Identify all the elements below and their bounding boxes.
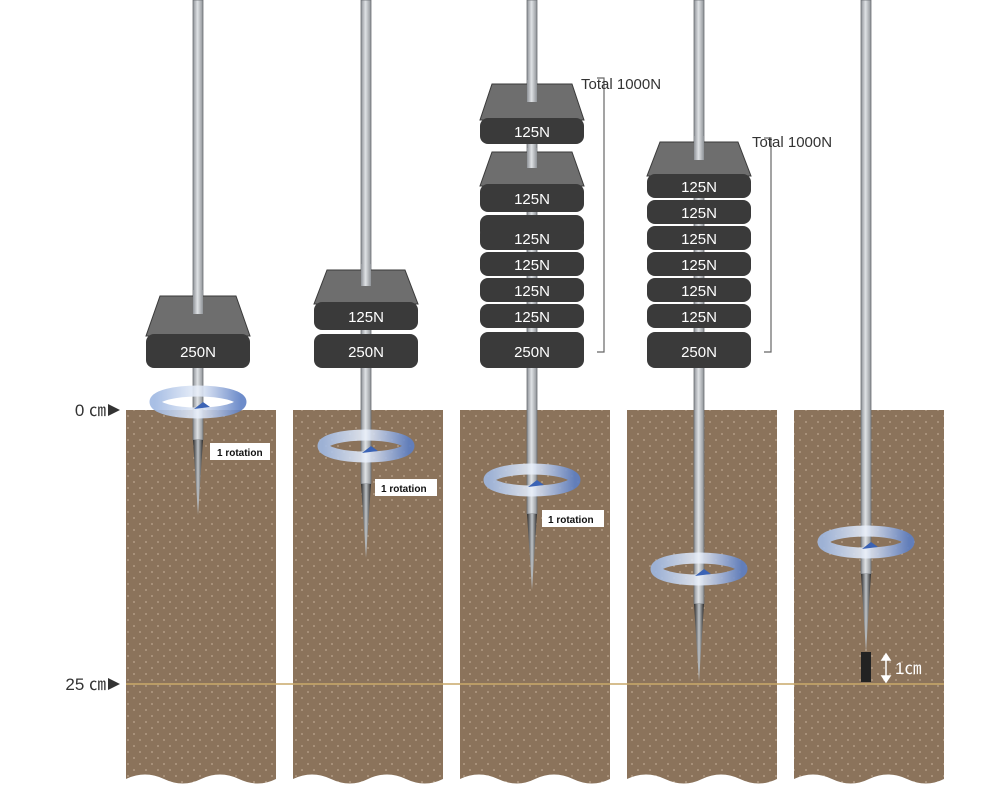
- weight-250-1: [146, 334, 250, 368]
- weight-250-2: [314, 334, 418, 368]
- weight-cap-1: [145, 295, 251, 337]
- weight-125-4b: [647, 200, 751, 224]
- depth-marker-top: 0 ㎝: [75, 401, 120, 420]
- weight-cap-2: [313, 269, 419, 305]
- rotation-label: 1 rotation: [381, 484, 427, 495]
- weight-label: 125N: [514, 191, 550, 208]
- weight-label: 125N: [514, 283, 550, 300]
- penetrometer-1: 250N 1 rotation: [145, 0, 270, 515]
- weight-label: 125N: [681, 283, 717, 300]
- rod-5: [860, 0, 872, 575]
- weight-125-3f: [480, 304, 584, 328]
- depth-arrow-bottom-icon: [108, 678, 120, 690]
- weight-label: 125N: [514, 257, 550, 274]
- rotation-label: 1 rotation: [217, 448, 263, 459]
- depth-arrow-top-icon: [108, 404, 120, 416]
- weight-125-3d: [480, 252, 584, 276]
- weight-250-3: [480, 332, 584, 368]
- total-bracket-3: [597, 77, 605, 353]
- depth-marker-bottom: 25 ㎝: [65, 675, 120, 694]
- gap-arrow-icon: [880, 652, 892, 684]
- weight-label: 250N: [348, 344, 384, 361]
- weight-125-4e: [647, 278, 751, 302]
- weight-125-4c: [647, 226, 751, 250]
- depth-label-bottom: 25 ㎝: [65, 675, 106, 694]
- weight-label: 125N: [681, 205, 717, 222]
- weight-label: 125N: [514, 309, 550, 326]
- weight-125-2: [314, 302, 418, 330]
- rod-2: [360, 0, 372, 485]
- penetrometer-5: 1㎝: [817, 0, 921, 684]
- cone-tip-4: [694, 604, 704, 682]
- weight-cap-3b: [479, 151, 585, 187]
- rotation-ring-3-icon: [483, 463, 581, 497]
- weight-label: 250N: [180, 344, 216, 361]
- rod-tip-gap-5: [861, 652, 871, 682]
- cone-tip-2: [361, 484, 371, 558]
- weight-125-4a: [647, 174, 751, 198]
- depth-label-top: 0 ㎝: [75, 401, 106, 420]
- gap-label: 1㎝: [895, 659, 921, 678]
- penetrometer-2: 125N 250N 1 rotation: [313, 0, 437, 558]
- rotation-ring-4-icon: [650, 552, 748, 586]
- weight-label: 125N: [681, 309, 717, 326]
- weight-label: 125N: [348, 309, 384, 326]
- rotation-ring-5-icon: [817, 525, 915, 559]
- soil-columns: [126, 410, 944, 785]
- rod-1: [192, 0, 204, 441]
- weight-250-4: [647, 332, 751, 368]
- cone-tip-3: [527, 514, 537, 590]
- weight-125-3e: [480, 278, 584, 302]
- weight-label: 125N: [681, 231, 717, 248]
- weight-label: 125N: [514, 124, 550, 141]
- weight-125-4d: [647, 252, 751, 276]
- weight-label: 250N: [681, 344, 717, 361]
- rotation-ring-2-icon: [317, 429, 415, 463]
- weight-label: 125N: [514, 231, 550, 248]
- cone-tip-1: [193, 440, 203, 515]
- weight-125-4f: [647, 304, 751, 328]
- total-label: Total 1000N: [581, 76, 661, 93]
- penetrometer-3: 125N 125N 125N 125N 125N 125N 250N 125N …: [479, 0, 661, 590]
- weight-label: 125N: [681, 257, 717, 274]
- soil-wavy-bottom: [126, 774, 944, 785]
- weight-125-3b: [480, 184, 584, 212]
- rotation-ring-1-icon: [149, 385, 247, 419]
- total-label: Total 1000N: [752, 134, 832, 151]
- weight-label: 125N: [681, 179, 717, 196]
- rotation-label: 1 rotation: [548, 515, 594, 526]
- penetrometer-4: 125N 125N 125N 125N 125N 125N 250N Total…: [646, 0, 832, 682]
- weight-label: 250N: [514, 344, 550, 361]
- total-bracket-4: [764, 137, 772, 353]
- cone-tip-5: [861, 574, 871, 652]
- weight-125-3a: [480, 118, 584, 144]
